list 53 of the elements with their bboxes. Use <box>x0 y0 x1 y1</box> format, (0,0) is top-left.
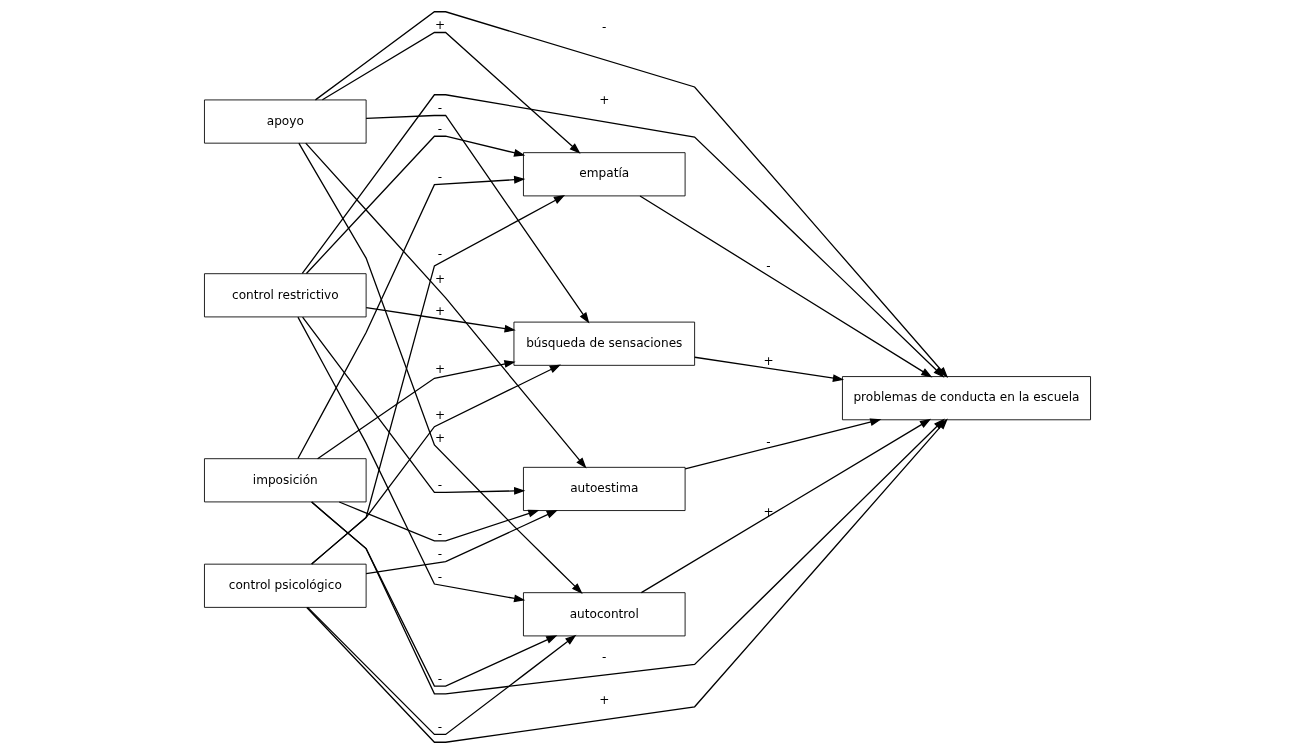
edge-label: - <box>437 478 442 493</box>
arrow <box>310 195 565 565</box>
arrow <box>365 509 558 575</box>
node-box: autocontrol <box>522 592 686 637</box>
node-box: problemas de conducta en la escuela <box>841 376 1091 421</box>
arrow <box>301 94 944 378</box>
node-box: control psicológico <box>203 563 367 608</box>
arrow <box>305 135 525 275</box>
edge-label: - <box>601 19 606 34</box>
edge-label: - <box>765 258 771 273</box>
arrow <box>304 142 587 469</box>
node-box: búsqueda de sensaciones <box>513 321 695 366</box>
arrow <box>310 364 561 565</box>
node-box: autoestima <box>522 466 686 511</box>
edge-label: + <box>434 272 445 287</box>
edge-label: + <box>434 430 445 445</box>
arrow <box>365 306 516 333</box>
edge-label: + <box>762 353 774 368</box>
arrow <box>365 114 589 324</box>
edge-label: + <box>434 304 445 319</box>
node-box: empatía <box>522 152 686 197</box>
edge-label: - <box>601 650 606 665</box>
edge-label: - <box>437 720 442 735</box>
edge-label: - <box>437 121 442 136</box>
edge-label: + <box>762 504 774 519</box>
edge-label: + <box>434 408 445 423</box>
edge-label: - <box>437 569 442 584</box>
arrow <box>301 316 525 495</box>
edge-label: - <box>437 526 442 541</box>
arrow <box>316 360 516 460</box>
edge-label: - <box>765 434 771 449</box>
edge-label: - <box>437 247 442 262</box>
arrow <box>693 356 844 383</box>
edge-label: - <box>437 170 442 185</box>
arrow <box>338 501 539 542</box>
arrow <box>306 606 576 736</box>
arrow <box>640 418 931 594</box>
edge-label: - <box>437 547 442 562</box>
node-box: apoyo <box>203 99 367 144</box>
arrow <box>684 418 881 470</box>
edge-label: + <box>434 362 445 377</box>
node-box: imposición <box>203 458 367 503</box>
edge-label: + <box>598 93 609 108</box>
edge-label: - <box>437 671 442 686</box>
node-box: control restrictivo <box>203 273 367 318</box>
arrow <box>296 316 525 603</box>
arrow <box>638 195 932 378</box>
arrow <box>321 31 581 154</box>
edge-label: - <box>437 101 442 116</box>
edge-label: + <box>598 692 609 707</box>
arrow <box>296 175 525 460</box>
edge-label: + <box>434 18 445 33</box>
arrow <box>297 142 583 594</box>
